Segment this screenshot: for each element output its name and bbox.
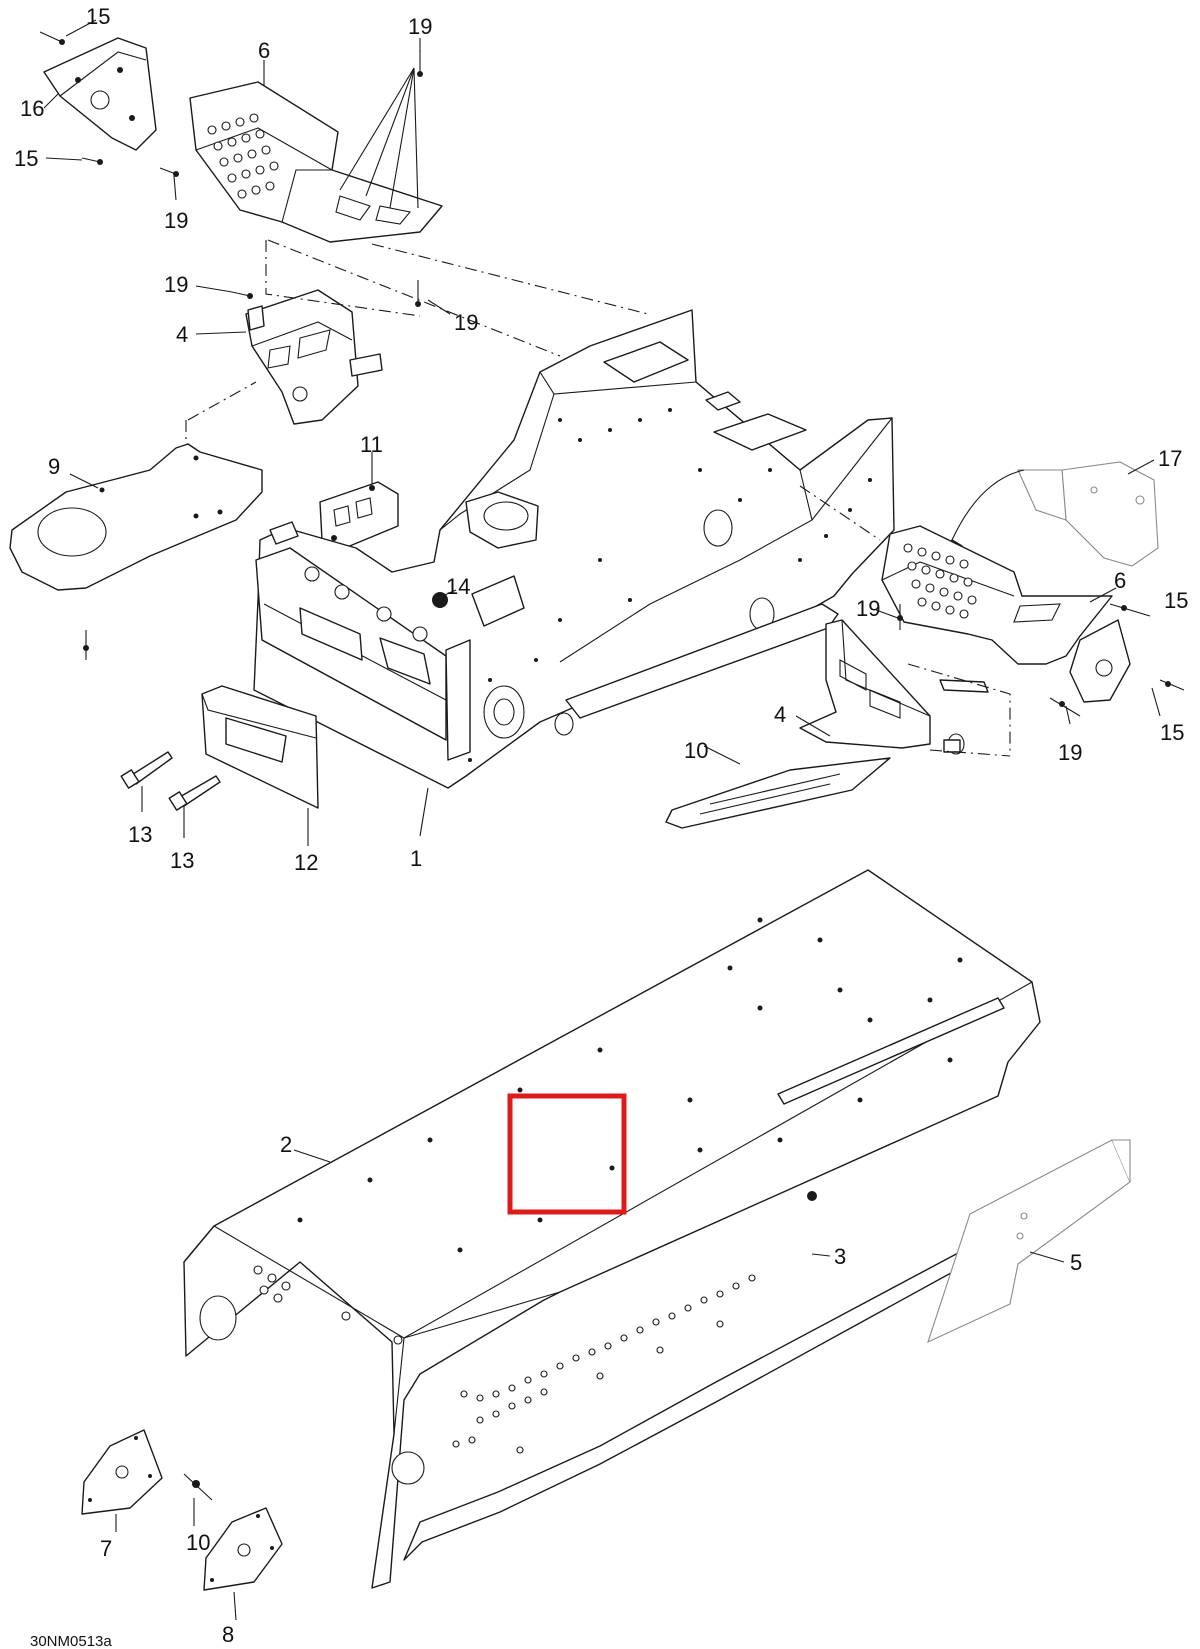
callout-11: 11	[360, 432, 383, 457]
reference-code: 30NM0513a	[30, 1633, 112, 1649]
callout-labels: 15 16 15 19 6 19 19 19 4 9 11 14 17 6 15…	[14, 4, 1188, 1647]
part-bracket-4-upper	[245, 289, 383, 425]
callout-2: 2	[280, 1132, 292, 1157]
part-plate-7	[9, 443, 263, 660]
part-bracket-17	[1069, 603, 1185, 703]
part-bracket-16	[43, 37, 157, 151]
callout-13b: 13	[170, 848, 194, 873]
footrest-6-holes	[207, 113, 279, 199]
part-plate-10-lower	[203, 1507, 283, 1591]
callout-3: 3	[834, 1244, 846, 1269]
part-guide-5	[927, 1139, 1131, 1344]
part-bolt-13-lower	[168, 775, 221, 811]
callout-15c: 15	[1160, 720, 1184, 745]
callout-7: 9	[48, 454, 60, 479]
callout-5: 5	[1070, 1250, 1082, 1275]
tunnel-2-holes	[253, 1265, 756, 1454]
part-plate-8	[665, 757, 891, 829]
callout-6b: 6	[1114, 568, 1126, 593]
assembly-dash-lines	[185, 239, 1011, 757]
callout-19e: 19	[856, 596, 880, 621]
part-footrest-6-right	[881, 525, 1113, 665]
callout-15b: 15	[14, 146, 38, 171]
footrest-6-right-holes	[903, 543, 977, 619]
part-frame-1	[253, 309, 895, 789]
callout-19b: 19	[408, 14, 432, 39]
tunnel-2-rivet-dots	[297, 917, 963, 1253]
callout-16: 16	[20, 96, 44, 121]
callout-14: 14	[446, 574, 470, 599]
callout-1: 1	[410, 846, 422, 871]
callout-17: 15	[1164, 588, 1188, 613]
callout-10a: 7	[100, 1536, 112, 1561]
part-bracket-11	[319, 481, 399, 551]
callout-19c: 19	[164, 272, 188, 297]
part-footrest-6-left	[189, 81, 443, 243]
callout-9: 10	[186, 1530, 210, 1555]
part-bracket-4-lower	[799, 619, 989, 755]
part-bolt-13-upper	[120, 751, 173, 789]
callout-4b: 4	[774, 702, 786, 727]
part-rivet-9	[183, 1473, 213, 1501]
callout-leaders	[43, 19, 1161, 1621]
callout-19a: 19	[164, 208, 188, 233]
callout-13a: 13	[128, 822, 152, 847]
callout-10b: 8	[222, 1622, 234, 1647]
callout-18: 17	[1158, 446, 1182, 471]
part-bracket-18	[1017, 461, 1159, 567]
part-plate-10-upper	[81, 1429, 163, 1515]
part-tunnel-2	[183, 869, 1041, 1589]
callout-12: 12	[294, 850, 318, 875]
callout-19f: 19	[1058, 740, 1082, 765]
callout-6a: 6	[258, 38, 270, 63]
frame-1-rivet-dots	[468, 408, 872, 762]
highlight-box	[507, 1093, 627, 1215]
callout-15a: 15	[86, 4, 110, 29]
callout-8: 10	[684, 738, 708, 763]
part-bracket-12	[201, 685, 319, 809]
callout-19d: 19	[454, 310, 478, 335]
callout-4a: 4	[176, 322, 188, 347]
